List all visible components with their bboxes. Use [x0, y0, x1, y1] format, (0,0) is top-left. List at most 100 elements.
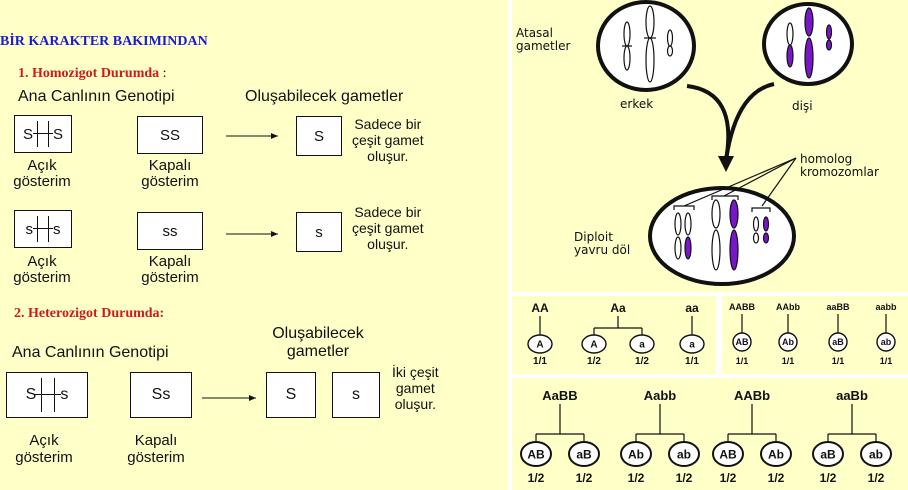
closed-notation-box-1: SS: [137, 116, 203, 154]
ratio-label: 1/1: [782, 356, 795, 366]
ratio-label: 1/2: [587, 356, 601, 367]
gamete-circle: [760, 441, 792, 467]
open-notation-box-1: S S: [14, 115, 72, 153]
gamete-circle: [712, 441, 744, 467]
closed-notation-label-2: Kapalı gösterim: [141, 253, 199, 286]
gamete-label: AB: [719, 447, 737, 461]
two-types-note: İki çeşit gamet oluşur.: [392, 364, 439, 412]
gamete-box-3a: S: [266, 372, 316, 418]
homolog-chromosomes-label: homolog kromozomlar: [800, 152, 879, 179]
gamete-label: a: [689, 340, 695, 351]
genotype-label: AAbb: [776, 302, 800, 312]
gamete-label: ab: [869, 447, 883, 461]
parent-genotype-label: Ana Canlının Genotipi: [18, 88, 175, 105]
section-heading: 1. BİR KARAKTER BAKIMINDAN: [0, 34, 208, 49]
homozygous-title: 1. Homozigot Durumda :: [18, 66, 167, 82]
genotype-label: aa: [685, 301, 699, 315]
gamete-circle: [876, 332, 896, 352]
closed-notation-box-3: Ss: [130, 372, 192, 418]
ratio-label: 1/2: [868, 471, 885, 485]
one-gene-gametes-panel: [512, 296, 716, 374]
gamete-circle: [520, 441, 552, 467]
ratio-label: 1/1: [880, 356, 893, 366]
gene-marker: [35, 394, 62, 395]
genotype-label: aaBB: [826, 302, 850, 312]
gamete-label: A: [590, 340, 597, 351]
closed-notation-label-1: Kapalı gösterim: [141, 157, 199, 190]
ratio-label: 1/1: [832, 356, 845, 366]
gamete-circle: [620, 441, 652, 467]
diploid-offspring-label: Diploit yavru döl: [574, 230, 631, 257]
only-one-type-note-2: Sadece bir çeşit gamet oluşur.: [352, 204, 424, 252]
closed-notation-box-2: ss: [137, 212, 203, 250]
male-cell: [596, 0, 696, 92]
genotype-label: AaBB: [542, 388, 577, 403]
two-gene-homozygous-panel: [722, 296, 908, 374]
gamete-circle: [679, 334, 705, 354]
allele-left: s: [25, 220, 34, 238]
arrows-layer: [202, 133, 278, 401]
gamete-circle: [581, 334, 607, 354]
chromosome-diagram: erkek dişi: [596, 0, 854, 286]
gamete-box-1: S: [296, 116, 342, 156]
female-label: dişi: [792, 99, 813, 113]
gamete-circle: [568, 441, 600, 467]
open-notation-label-3: Açık gösterim: [15, 432, 73, 466]
ratio-label: 1/2: [720, 471, 737, 485]
chromosome-icon: [786, 7, 833, 79]
allele-right: s: [60, 386, 69, 403]
genotype-label: aabb: [875, 302, 897, 312]
gamete-box-3b: s: [332, 372, 380, 418]
gene-marker: [33, 133, 53, 134]
gamete-label: AB: [736, 337, 749, 347]
gamete-label: ab: [677, 447, 691, 461]
gamete-label: aB: [832, 337, 844, 347]
chromosome-icon: [622, 5, 674, 83]
genotype-label: Aabb: [644, 388, 677, 403]
gamete-label: Ab: [782, 337, 794, 347]
gamete-circle: [812, 441, 844, 467]
genotype-label: AABb: [734, 388, 770, 403]
allele-left: S: [22, 125, 33, 143]
allele-left: S: [25, 386, 37, 403]
gamete-circle: [860, 441, 892, 467]
ancestral-gametes-label: Atasal gametler: [516, 26, 571, 53]
gamete-circle: [527, 334, 553, 354]
gamete-label: Ab: [628, 447, 644, 461]
ratio-label: 1/2: [628, 471, 645, 485]
open-notation-box-3: S s: [6, 372, 88, 418]
only-one-type-note-1: Sadece bir çeşit gamet oluşur.: [352, 116, 424, 164]
gamete-tree: AaBBAB1/2aB1/2AabbAb1/2ab1/2AABbAB1/2Ab1…: [520, 388, 892, 485]
gamete-circle: [778, 332, 798, 352]
ratio-label: 1/1: [533, 356, 547, 367]
gamete-label: ab: [881, 337, 892, 347]
chromosome-lines: [35, 378, 62, 412]
male-label: erkek: [620, 97, 653, 111]
open-notation-label-1: Açık gösterim: [13, 157, 71, 190]
genotype-label: AA: [531, 301, 549, 315]
homozygous-title-text: 1. Homozigot Durumda: [18, 66, 160, 81]
gamete-label: aB: [820, 447, 836, 461]
genotype-label: Aa: [610, 301, 626, 315]
ratio-label: 1/1: [685, 356, 699, 367]
gene-marker: [33, 228, 53, 229]
heterozygous-title: 2. Heterozigot Durumda:: [14, 306, 165, 321]
arrow-icon: [686, 84, 731, 161]
gamete-circle: [629, 334, 655, 354]
ratio-label: 1/1: [736, 356, 749, 366]
ratio-label: 1/2: [528, 471, 545, 485]
chromosome-lines: [33, 216, 53, 242]
allele-right: s: [53, 220, 61, 238]
open-notation-box-2: s s: [14, 210, 72, 248]
parent-genotype-label-2: Ana Canlının Genotipi: [12, 344, 169, 361]
ratio-label: 1/2: [635, 356, 649, 367]
ratio-label: 1/2: [768, 471, 785, 485]
genotype-label: aaBb: [836, 388, 868, 403]
closed-notation-label-3: Kapalı gösterim: [127, 432, 185, 466]
homolog-pointers: [673, 157, 797, 212]
ratio-label: 1/2: [676, 471, 693, 485]
